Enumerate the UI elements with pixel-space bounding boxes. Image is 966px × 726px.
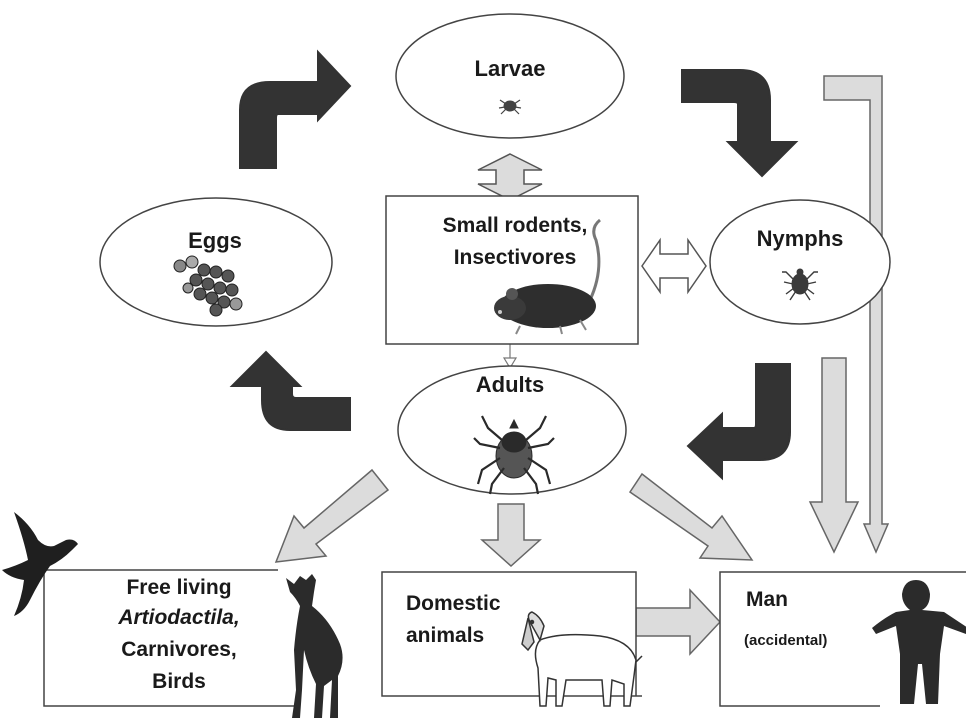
- arrow-larvae-to-nymphs: [682, 70, 796, 176]
- wild-hosts-line2: Artiodactila,: [84, 606, 274, 630]
- small-hosts-label-line1: Small rodents,: [410, 214, 620, 238]
- arrow-eggs-to-larvae: [240, 52, 350, 168]
- adults-label: Adults: [440, 372, 580, 398]
- wild-hosts-line1: Free living: [84, 576, 274, 600]
- arrow-adults-to-wild: [276, 470, 388, 562]
- man-label: Man: [746, 588, 788, 612]
- arrow-adults-to-domestic: [482, 504, 540, 566]
- domestic-label-line1: Domestic: [406, 592, 501, 616]
- nymphs-label: Nymphs: [730, 226, 870, 252]
- arrow-rodents-nymphs: [642, 240, 706, 292]
- domestic-label-line2: animals: [406, 624, 484, 648]
- deer-icon: [286, 574, 343, 718]
- arrow-larvae-rodents: [478, 154, 542, 200]
- arrow-domestic-to-man: [636, 590, 720, 654]
- arrow-nymphs-to-adults: [688, 364, 790, 478]
- bird-icon: [2, 512, 78, 616]
- arrow-adults-to-eggs: [232, 352, 350, 430]
- wild-hosts-line4: Birds: [84, 670, 274, 694]
- arrow-adults-to-man: [630, 474, 752, 560]
- arrow-nymphs-to-man: [810, 358, 858, 552]
- wild-hosts-line3: Carnivores,: [84, 638, 274, 662]
- small-hosts-label-line2: Insectivores: [410, 246, 620, 270]
- man-note: (accidental): [744, 632, 827, 649]
- larvae-label: Larvae: [440, 56, 580, 82]
- eggs-label: Eggs: [140, 228, 290, 254]
- nymphs-ellipse: [710, 200, 890, 324]
